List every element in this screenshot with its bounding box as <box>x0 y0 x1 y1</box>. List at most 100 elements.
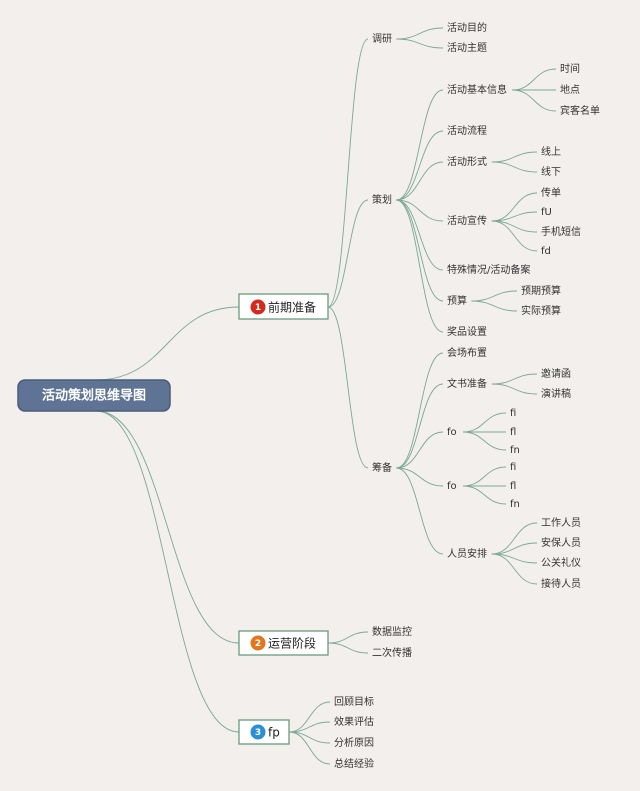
connector-lines <box>95 27 557 765</box>
connector-line <box>491 383 538 395</box>
main-branch-2: 2 运营阶段 <box>238 630 329 656</box>
detail-label: 接待人员 <box>541 577 581 590</box>
detail-label: 工作人员 <box>541 517 581 529</box>
connector-line <box>396 38 444 49</box>
connector-line <box>396 431 444 469</box>
subtopic-label: 预算 <box>447 294 467 307</box>
connector-line <box>491 151 538 163</box>
connector-line <box>288 701 331 733</box>
connector-line <box>471 290 518 302</box>
subtopic-label: fo <box>447 481 457 492</box>
connector-line <box>462 466 507 487</box>
detail-label: 传单 <box>541 187 561 199</box>
topic-label: 二次传播 <box>372 646 412 659</box>
main-branch-label: fp <box>268 726 280 740</box>
connector-line <box>396 27 444 40</box>
subtopic-label: 人员安排 <box>447 547 487 560</box>
badge-number: 2 <box>255 639 261 649</box>
topic-label: 回顾目标 <box>334 696 374 708</box>
root-title: 活动策划思维导图 <box>42 388 146 404</box>
connector-line <box>327 631 369 644</box>
detail-label: fi <box>510 408 516 419</box>
connector-line <box>491 220 538 252</box>
detail-label: 地点 <box>560 83 580 96</box>
detail-label: fl <box>510 481 516 492</box>
subtopic-label: 活动宣传 <box>447 214 487 227</box>
connector-line <box>396 467 444 487</box>
detail-label: fn <box>510 445 520 456</box>
topic-label: 筹备 <box>372 461 392 474</box>
connector-line <box>396 199 444 333</box>
subtopic-label: 奖品设置 <box>447 325 487 338</box>
connector-line <box>491 373 538 385</box>
detail-label: 线下 <box>541 165 561 178</box>
detail-label: 安保人员 <box>541 536 581 549</box>
connector-line <box>471 300 518 312</box>
detail-label: 时间 <box>560 62 580 75</box>
detail-label: fl <box>510 427 516 438</box>
connector-line <box>327 642 369 654</box>
number-badge <box>250 724 266 740</box>
connector-line <box>491 211 538 222</box>
connector-line <box>491 192 538 222</box>
detail-label: 预期预算 <box>521 284 561 297</box>
connector-line <box>396 199 444 302</box>
connector-line <box>462 412 507 433</box>
subtopic-label: 特殊情况/活动备案 <box>447 263 530 276</box>
connector-line <box>396 352 444 469</box>
detail-label: fn <box>510 499 520 510</box>
connector-line <box>288 731 331 765</box>
connector-line <box>288 731 331 744</box>
detail-label: 手机短信 <box>541 225 581 238</box>
topic-label: 策划 <box>372 193 392 206</box>
detail-label: 邀请函 <box>541 367 571 380</box>
connector-line <box>396 383 444 469</box>
connector-line <box>512 68 557 91</box>
connector-line <box>491 220 538 233</box>
connector-line <box>462 431 507 451</box>
main-branch-1: 1 前期准备 <box>238 293 329 320</box>
detail-label: fi <box>510 462 516 473</box>
connector-line <box>95 410 240 733</box>
connector-line <box>491 161 538 173</box>
detail-label: 宾客名单 <box>560 104 600 117</box>
subtopic-label: 活动流程 <box>447 124 487 137</box>
topic-label: 效果评估 <box>334 715 374 728</box>
subtopic-label: 会场布置 <box>447 346 487 359</box>
connector-line <box>396 161 444 201</box>
connector-line <box>327 199 369 308</box>
subtopic-label: 活动形式 <box>447 155 487 168</box>
detail-label: fU <box>541 207 552 218</box>
connector-line <box>512 89 557 112</box>
connector-line <box>396 130 444 201</box>
number-badge <box>250 299 266 315</box>
connector-line <box>491 542 538 555</box>
number-badge <box>250 635 266 651</box>
connector-line <box>491 522 538 555</box>
detail-label: fd <box>541 246 551 257</box>
subtopic-label: 活动目的 <box>447 21 487 34</box>
detail-label: 演讲稿 <box>541 387 571 400</box>
connector-line <box>491 553 538 585</box>
subtopic-label: 活动基本信息 <box>447 83 507 96</box>
root-node: 活动策划思维导图 <box>17 379 171 412</box>
badge-number: 1 <box>255 303 261 313</box>
connector-line <box>327 306 369 469</box>
detail-label: 公关礼仪 <box>541 556 581 569</box>
connector-line <box>396 89 444 201</box>
main-branch-label: 前期准备 <box>268 300 316 315</box>
detail-label: 线上 <box>541 145 561 158</box>
topic-label: 总结经验 <box>334 757 374 770</box>
connector-line <box>95 306 240 381</box>
topic-label: 分析原因 <box>334 736 374 749</box>
connector-line <box>95 410 240 644</box>
subtopic-label: 活动主题 <box>447 42 487 54</box>
main-branch-label: 运营阶段 <box>268 636 316 651</box>
connector-line <box>396 199 444 222</box>
topic-label: 调研 <box>372 33 392 45</box>
detail-label: 实际预算 <box>521 304 561 317</box>
topic-label: 数据监控 <box>372 625 412 638</box>
